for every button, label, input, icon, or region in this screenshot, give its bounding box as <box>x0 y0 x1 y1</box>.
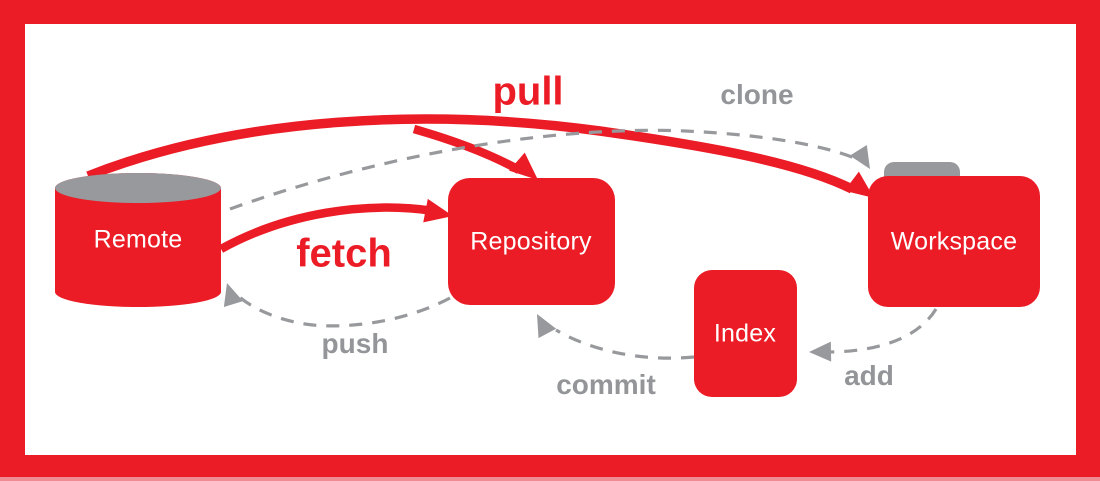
remote-node <box>55 173 221 307</box>
commit-arrow <box>537 314 695 360</box>
fetch-arrow <box>218 198 453 253</box>
push-arrow <box>223 283 451 328</box>
workspace-node <box>868 162 1040 307</box>
clone-label: clone <box>720 79 794 110</box>
index-box-shape <box>694 270 797 397</box>
workspace-label: Workspace <box>890 227 1018 256</box>
remote-label: Remote <box>93 225 183 254</box>
commit-label: commit <box>556 369 656 400</box>
add-label: add <box>844 360 894 391</box>
workspace-folder-shape <box>868 176 1040 307</box>
index-node <box>694 270 797 397</box>
remote-cylinder-shape <box>55 173 221 307</box>
index-label: Index <box>713 319 777 348</box>
clone-arrow <box>229 128 870 211</box>
fetch-label: fetch <box>296 231 392 276</box>
repository-label: Repository <box>470 227 592 256</box>
pull-label: pull <box>492 69 564 114</box>
repository-node <box>448 178 615 305</box>
pull-arrow <box>86 114 874 198</box>
push-label: push <box>321 328 389 359</box>
remote-cylinder-top <box>55 173 221 203</box>
pull-branch-arrow <box>412 124 538 180</box>
repository-box-shape <box>448 178 615 305</box>
add-arrow <box>809 308 938 362</box>
